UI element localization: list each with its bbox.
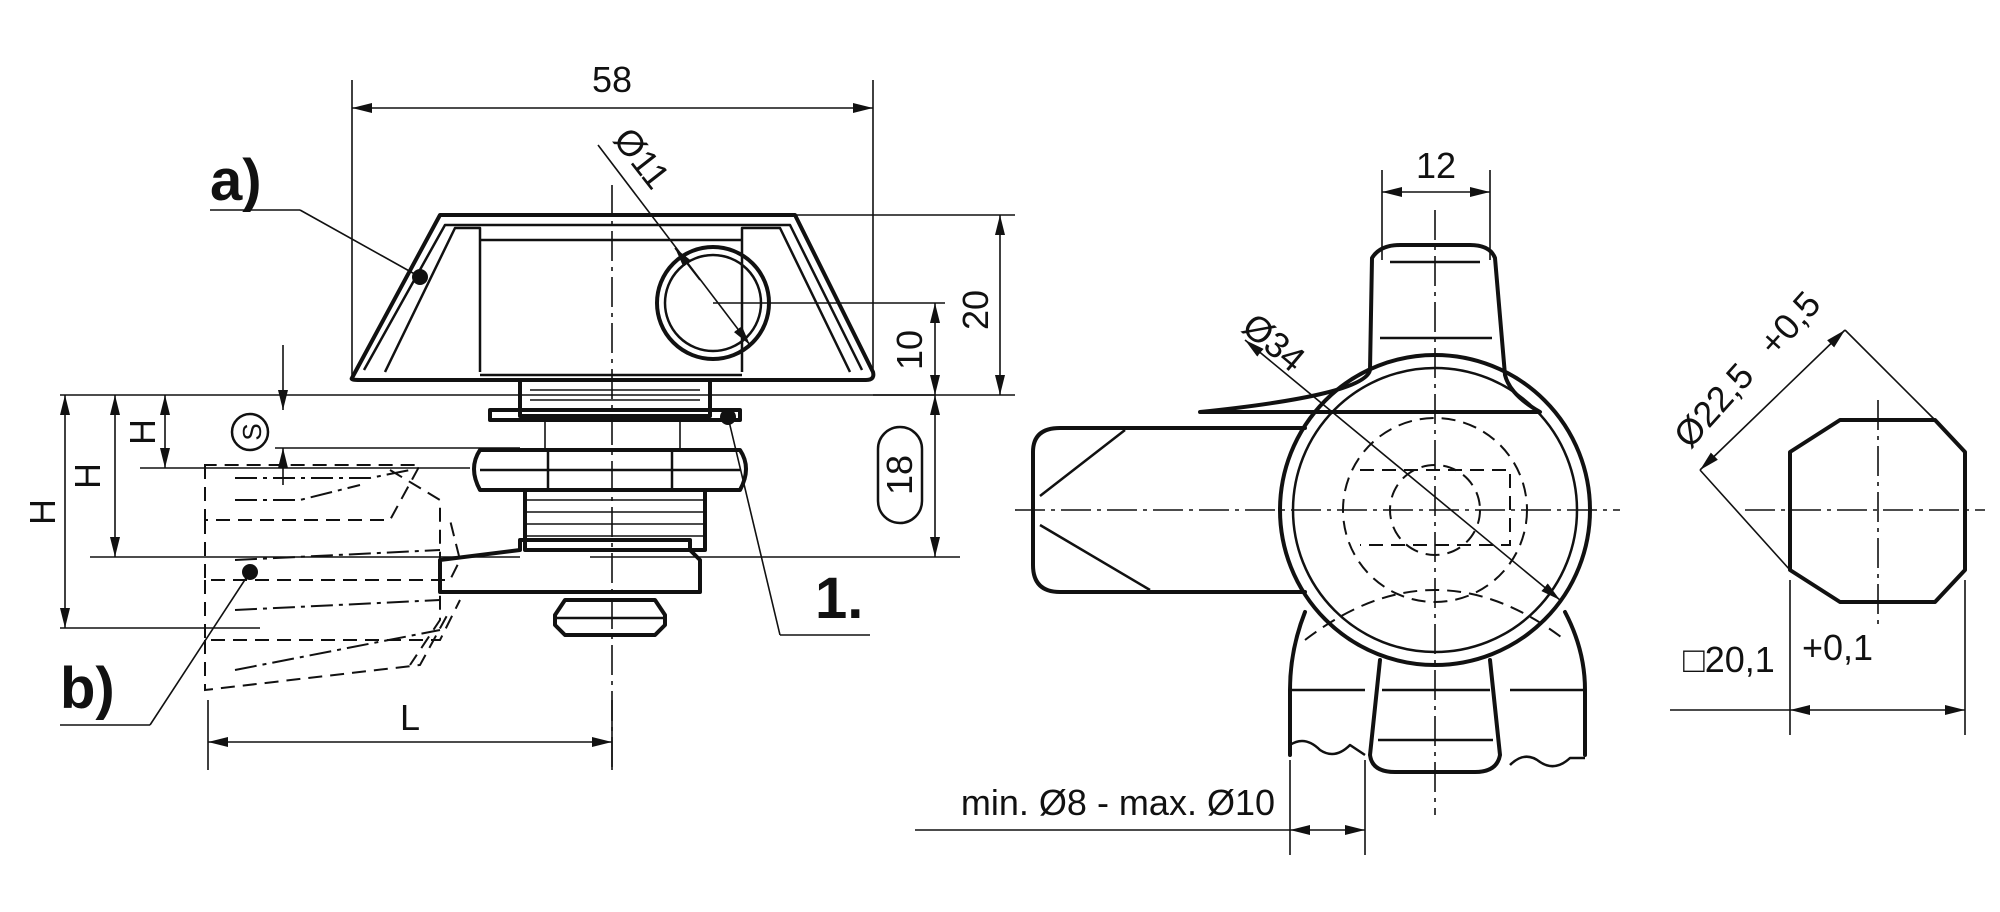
cam-plate bbox=[438, 538, 702, 594]
dim-L: L bbox=[400, 697, 420, 738]
dim-line-dia11 bbox=[597, 144, 751, 346]
cam-arm-bevel-2 bbox=[1039, 523, 1151, 592]
label-1-leader bbox=[727, 416, 781, 636]
hex-nut bbox=[472, 448, 748, 492]
dim-58: 58 bbox=[592, 59, 632, 100]
knob-outline bbox=[349, 213, 876, 382]
dim-H-3: H bbox=[122, 419, 163, 445]
support-left bbox=[1288, 610, 1307, 757]
front-view: 12 Ø34 min. Ø8 - max. Ø10 bbox=[915, 145, 1620, 855]
dim-H-1: H bbox=[22, 499, 63, 525]
label-a-leader bbox=[299, 209, 421, 278]
thread-lines bbox=[525, 389, 705, 537]
cutout-view: Ø22,5 +0,5 □20,1 +0,1 bbox=[1665, 283, 1985, 735]
washer bbox=[488, 408, 742, 422]
dim-20: 20 bbox=[955, 290, 996, 330]
dim-10: 10 bbox=[889, 330, 930, 370]
dim-line-dia22 bbox=[1699, 329, 1846, 471]
dim-H-2: H bbox=[67, 463, 108, 489]
support-right bbox=[1563, 610, 1587, 757]
cam-position-3 bbox=[204, 580, 461, 641]
dim-18: 18 bbox=[879, 455, 920, 495]
knob-bevel-right bbox=[740, 226, 852, 373]
dim-ext-dia22-2 bbox=[1844, 329, 1936, 421]
wing-top-lines bbox=[1380, 260, 1492, 340]
label-a: a) bbox=[210, 148, 262, 213]
circled-s-text: S bbox=[237, 423, 267, 440]
label-1: 1. bbox=[815, 566, 863, 631]
cylinder-housing bbox=[518, 378, 712, 418]
dim-dia-22-5: Ø22,5 bbox=[1665, 355, 1761, 455]
label-a-dot bbox=[412, 269, 428, 285]
dim-dia-34: Ø34 bbox=[1235, 305, 1313, 380]
cutout-profile bbox=[1788, 418, 1967, 604]
dim-18-box bbox=[876, 425, 924, 525]
cam-position-4 bbox=[204, 609, 451, 692]
cam-chain-5 bbox=[234, 629, 441, 671]
label-b-leader bbox=[149, 571, 251, 726]
dim-dia-22-5-tol: +0,5 bbox=[1750, 283, 1828, 363]
cam-chain-2 bbox=[235, 484, 361, 501]
knob-bevel-left bbox=[383, 226, 482, 373]
break-line-right bbox=[1509, 755, 1585, 768]
dim-line-dia34 bbox=[1244, 339, 1561, 601]
side-view: 58 Ø11 20 10 18 H H H S bbox=[22, 59, 1015, 770]
label-b-dot bbox=[242, 564, 258, 580]
cam-swing-path bbox=[389, 469, 441, 666]
cam-arm bbox=[1031, 426, 1307, 594]
cam-arm-bevel-1 bbox=[1039, 429, 1126, 497]
label-1-dot bbox=[720, 409, 736, 425]
knob-inner-line bbox=[362, 223, 864, 371]
thread-body bbox=[523, 488, 707, 552]
dim-pin-range: min. Ø8 - max. Ø10 bbox=[961, 782, 1275, 823]
label-b: b) bbox=[60, 656, 115, 721]
cam-position-1 bbox=[204, 464, 422, 521]
break-line-left bbox=[1289, 739, 1366, 757]
cam-chain-1 bbox=[235, 469, 411, 479]
dim-square-20-1: □20,1 bbox=[1683, 639, 1775, 680]
cam-chain-3 bbox=[234, 549, 441, 561]
dim-dia-11: Ø11 bbox=[606, 120, 679, 197]
cam-chain-4 bbox=[234, 599, 441, 611]
dim-ext-dia22-1 bbox=[1699, 469, 1791, 571]
cam-position-2 bbox=[204, 519, 462, 581]
circled-s bbox=[230, 412, 270, 452]
dim-12: 12 bbox=[1416, 145, 1456, 186]
dim-square-tol: +0,1 bbox=[1802, 627, 1873, 668]
